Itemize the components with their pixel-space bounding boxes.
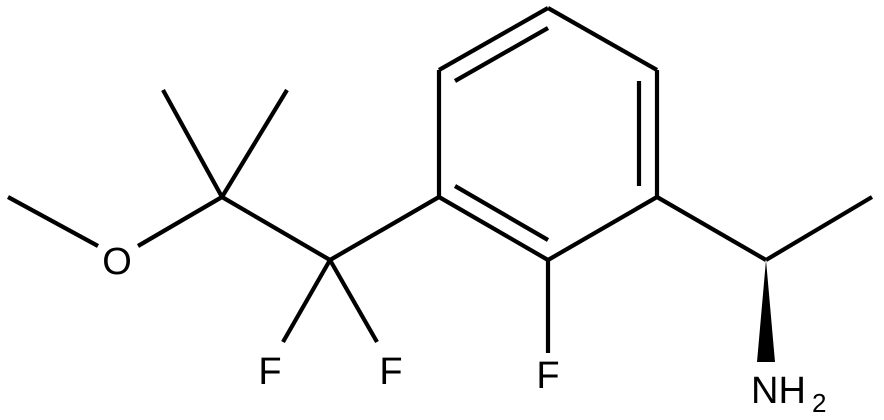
bond-cf2-to-fluorine-left (281, 258, 332, 344)
bond-oxygen-to-methyl (6, 195, 100, 248)
ring-double-bond-top (453, 26, 550, 83)
amine-label: NH (751, 370, 806, 412)
bond-chiral-carbon-to-methyl (764, 195, 874, 262)
oxygen-label: O (102, 241, 132, 283)
amine-subscript: 2 (812, 388, 826, 418)
ring-double-bond-bottom (453, 184, 550, 242)
bond-quaternary-to-oxygen (136, 195, 224, 248)
ring-bond-bottom-left (437, 195, 550, 262)
ring-bond-top-right (546, 6, 659, 72)
bond-ring-to-chiral-carbon (655, 195, 768, 262)
bond-quaternary-to-methyl-right (220, 88, 289, 199)
benzene-ring (436, 6, 660, 262)
bond-ring-to-cf2 (328, 195, 441, 262)
substituent-bonds (6, 88, 874, 362)
ring-bond-bottom-right (546, 195, 659, 262)
atom-labels: O F F F NH 2 (102, 241, 826, 418)
bond-cf2-to-fluorine-right (328, 258, 379, 344)
bond-quaternary-to-methyl-left (161, 88, 224, 199)
wedge-bond-to-amine (757, 260, 775, 362)
fluorine-right-label: F (379, 351, 402, 393)
fluorine-left-label: F (258, 351, 281, 393)
bond-cf2-to-quaternary-carbon (220, 195, 332, 262)
ring-bond-top-left (437, 6, 550, 72)
fluorine-ring-label: F (536, 355, 559, 397)
